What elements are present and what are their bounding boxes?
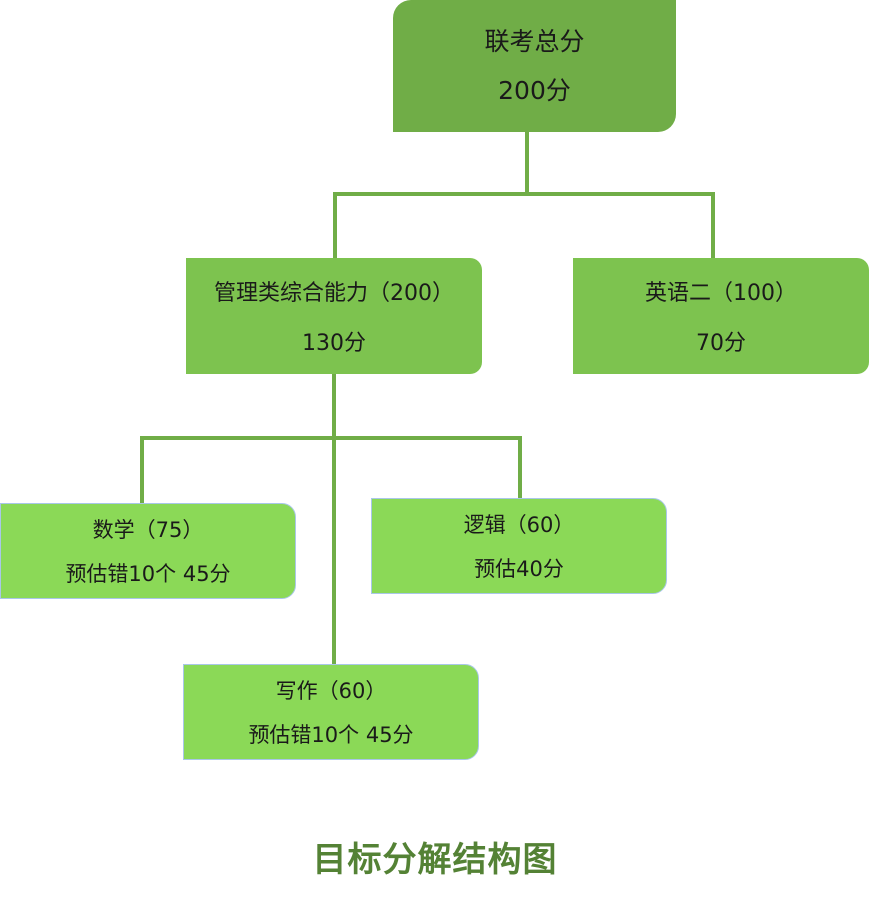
root-score: 200分 bbox=[498, 76, 571, 105]
math-estimate: 预估错10个 45分 bbox=[65, 562, 231, 586]
english-label: 英语二（100） bbox=[645, 281, 797, 306]
diagram-caption: 目标分解结构图 bbox=[312, 840, 558, 880]
logic-estimate: 预估40分 bbox=[474, 557, 564, 581]
node-writing: 写作（60） 预估错10个 45分 bbox=[183, 664, 479, 760]
node-logic: 逻辑（60） 预估40分 bbox=[371, 498, 667, 594]
node-english-two: 英语二（100） 70分 bbox=[573, 258, 869, 374]
writing-estimate: 预估错10个 45分 bbox=[248, 723, 414, 747]
management-score: 130分 bbox=[302, 331, 366, 356]
root-node-total-score: 联考总分 200分 bbox=[393, 0, 676, 132]
management-label: 管理类综合能力（200） bbox=[214, 281, 454, 306]
english-score: 70分 bbox=[696, 331, 746, 356]
writing-label: 写作（60） bbox=[275, 679, 387, 703]
logic-label: 逻辑（60） bbox=[463, 513, 575, 537]
node-management-comprehensive: 管理类综合能力（200） 130分 bbox=[186, 258, 482, 374]
root-label: 联考总分 bbox=[484, 27, 585, 56]
node-math: 数学（75） 预估错10个 45分 bbox=[0, 503, 296, 599]
math-label: 数学（75） bbox=[92, 518, 204, 542]
